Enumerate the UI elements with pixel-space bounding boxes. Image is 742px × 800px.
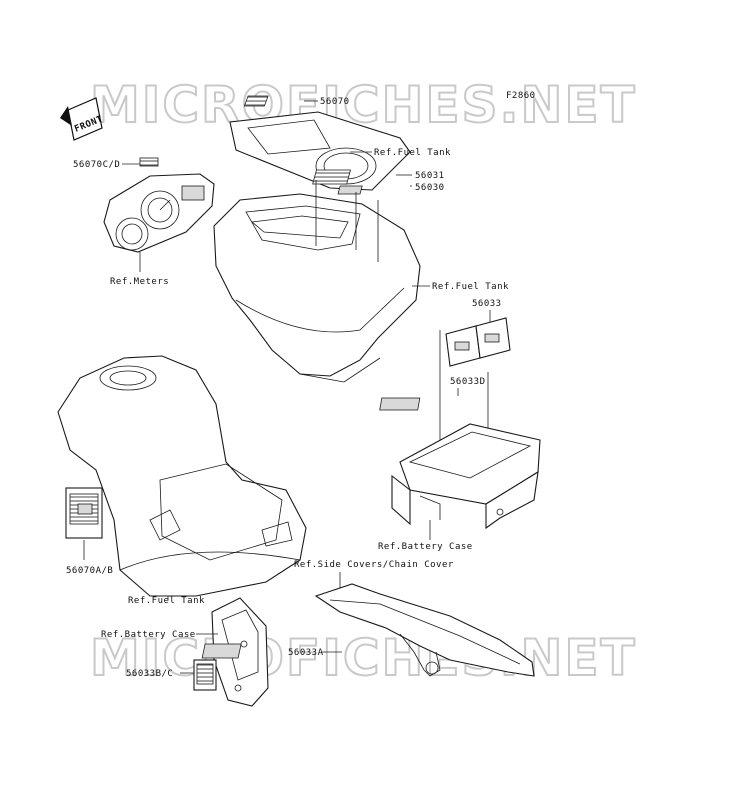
- part-56070ab: 56070A/B: [66, 566, 113, 576]
- ref-side-covers-chain-cover: Ref.Side Covers/Chain Cover: [294, 560, 454, 570]
- part-56033: 56033: [472, 299, 502, 309]
- tank-cover-plate: [229, 111, 411, 191]
- part-56030: 56030: [415, 183, 445, 193]
- part-56033d: 56033D: [450, 377, 486, 387]
- figure-code: F2860: [506, 91, 536, 101]
- label-sticker-56031: [312, 169, 351, 185]
- ref-battery-case-left: Ref.Battery Case: [101, 630, 196, 640]
- part-56070cd: 56070C/D: [73, 160, 120, 170]
- chain-cover: [314, 583, 535, 677]
- watermark-bottom: MICROFICHES.NET: [90, 629, 637, 687]
- label-sticker-56070ab: [65, 487, 103, 539]
- part-56033a: 56033A: [288, 648, 324, 658]
- label-sticker-56070: [243, 95, 269, 107]
- ref-fuel-tank-mid: Ref.Fuel Tank: [432, 282, 509, 292]
- label-sticker-56030: [337, 185, 363, 195]
- fuel-tank-upper: [213, 180, 421, 383]
- label-sticker-56070cd: [139, 157, 159, 167]
- part-56070: 56070: [320, 97, 350, 107]
- battery-case-right: [391, 423, 541, 530]
- part-56033bc: 56033B/C: [126, 669, 173, 679]
- ref-fuel-tank-top: Ref.Fuel Tank: [374, 148, 451, 158]
- label-sticker-56033bc: [193, 659, 217, 691]
- front-arrow-icon: FRONT: [60, 97, 105, 141]
- label-sticker-56033: [445, 317, 511, 367]
- ref-battery-case-right: Ref.Battery Case: [378, 542, 473, 552]
- meter-cluster: [103, 173, 215, 253]
- ref-meters: Ref.Meters: [110, 277, 169, 287]
- watermark-top: MICROFICHES.NET: [90, 76, 637, 134]
- label-sticker-56033a: [201, 643, 242, 659]
- fuel-tank-lower: [57, 355, 307, 597]
- part-56031: 56031: [415, 171, 445, 181]
- label-sticker-56033d: [379, 397, 421, 411]
- ref-fuel-tank-bottom: Ref.Fuel Tank: [128, 596, 205, 606]
- battery-case-left: [211, 597, 269, 707]
